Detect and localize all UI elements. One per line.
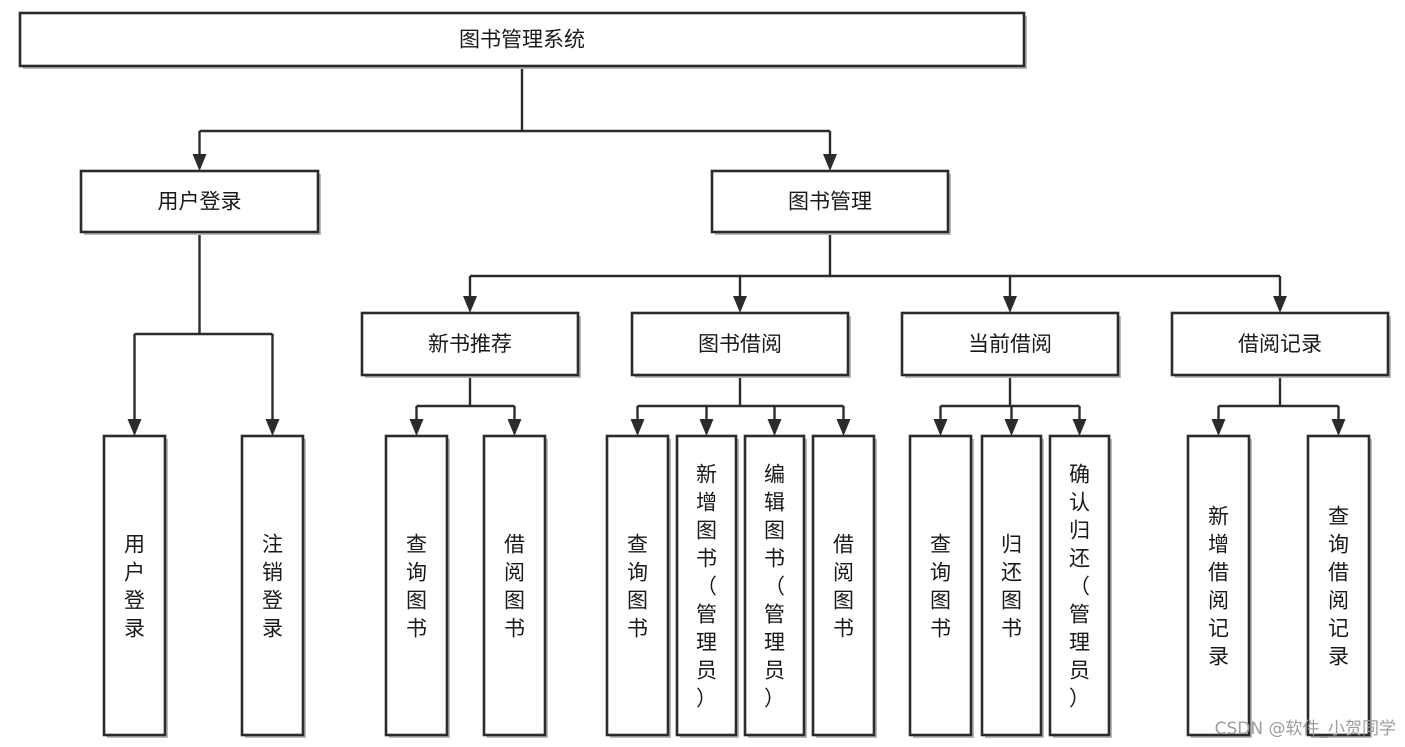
- node-user-login[interactable]: 用户登录: [79, 169, 321, 235]
- node-borrow-record[interactable]: 借阅记录: [1170, 311, 1391, 378]
- node-leaf-query-record[interactable]: 查询借阅记录: [1306, 434, 1372, 738]
- edge-group-book-manage: [463, 232, 1287, 313]
- node-label: 图书管理系统: [459, 28, 585, 52]
- arrow-head-icon: [733, 296, 747, 313]
- node-label: 借阅记录: [1238, 332, 1322, 356]
- edge-group-borrow-record: [1211, 375, 1346, 436]
- connector-layer: [127, 66, 1346, 436]
- node-leaf-query-book-3[interactable]: 查询图书: [908, 434, 974, 738]
- node-current-borrow[interactable]: 当前借阅: [900, 311, 1121, 378]
- node-label: 查询图书: [930, 532, 951, 640]
- node-label: 确认归还（管理员）: [1069, 462, 1090, 710]
- edge-group-root: [192, 66, 837, 171]
- node-label: 用户登录: [158, 190, 242, 214]
- node-leaf-borrow-book-2[interactable]: 借阅图书: [811, 434, 877, 738]
- arrow-head-icon: [1004, 419, 1019, 436]
- node-leaf-query-book-2[interactable]: 查询图书: [605, 434, 671, 738]
- arrow-head-icon: [127, 419, 142, 436]
- arrow-head-icon: [836, 419, 851, 436]
- arrow-head-icon: [409, 419, 424, 436]
- node-leaf-return-book[interactable]: 归还图书: [980, 434, 1044, 738]
- node-label: 当前借阅: [968, 332, 1052, 356]
- node-label: 编辑图书（管理员）: [764, 462, 785, 710]
- edge-group-current-borrow: [933, 375, 1087, 436]
- node-leaf-add-record[interactable]: 新增借阅记录: [1186, 434, 1252, 738]
- arrow-head-icon: [265, 419, 280, 436]
- arrow-head-icon: [933, 419, 948, 436]
- arrow-head-icon: [192, 154, 207, 171]
- edge-group-book-borrow: [630, 375, 851, 436]
- arrow-head-icon: [1003, 296, 1017, 313]
- node-leaf-query-book-1[interactable]: 查询图书: [384, 434, 450, 738]
- node-label: 新增图书（管理员）: [696, 462, 717, 710]
- node-book-borrow[interactable]: 图书借阅: [630, 311, 851, 378]
- node-label: 查询借阅记录: [1328, 504, 1349, 668]
- node-leaf-edit-book[interactable]: 编辑图书（管理员）: [743, 434, 807, 738]
- node-label: 借阅图书: [833, 532, 854, 640]
- node-label: 图书借阅: [698, 332, 782, 356]
- arrow-head-icon: [1273, 296, 1287, 313]
- node-new-book-rec[interactable]: 新书推荐: [360, 311, 581, 378]
- arrow-head-icon: [1211, 419, 1226, 436]
- edge-group-new-book-rec: [409, 375, 522, 436]
- node-leaf-logout-login[interactable]: 注销登录: [240, 434, 306, 738]
- arrow-head-icon: [823, 154, 837, 171]
- arrow-head-icon: [507, 419, 522, 436]
- watermark-text: CSDN @软件_小贺同学: [1215, 719, 1396, 739]
- node-leaf-confirm-return[interactable]: 确认归还（管理员）: [1048, 434, 1112, 738]
- arrow-head-icon: [699, 419, 714, 436]
- node-book-manage[interactable]: 图书管理: [710, 169, 951, 235]
- node-label: 图书管理: [788, 190, 872, 214]
- arrow-head-icon: [630, 419, 645, 436]
- node-layer: 图书管理系统用户登录图书管理新书推荐图书借阅当前借阅借阅记录用户登录注销登录查询…: [18, 11, 1391, 738]
- arrow-head-icon: [767, 419, 782, 436]
- arrow-head-icon: [1072, 419, 1087, 436]
- arrow-head-icon: [1331, 419, 1346, 436]
- node-label: 用户登录: [124, 532, 145, 640]
- node-label: 查询图书: [406, 532, 427, 640]
- node-label: 归还图书: [1001, 532, 1022, 640]
- node-label: 查询图书: [627, 532, 648, 640]
- edge-group-user-login: [127, 232, 280, 436]
- node-leaf-borrow-book-1[interactable]: 借阅图书: [482, 434, 548, 738]
- arrow-head-icon: [463, 296, 477, 313]
- node-label: 新增借阅记录: [1208, 504, 1229, 668]
- node-label: 注销登录: [262, 532, 283, 640]
- node-label: 新书推荐: [428, 332, 512, 356]
- node-root[interactable]: 图书管理系统: [18, 11, 1027, 69]
- node-leaf-add-book[interactable]: 新增图书（管理员）: [675, 434, 739, 738]
- node-leaf-user-login[interactable]: 用户登录: [102, 434, 168, 738]
- node-label: 借阅图书: [504, 532, 525, 640]
